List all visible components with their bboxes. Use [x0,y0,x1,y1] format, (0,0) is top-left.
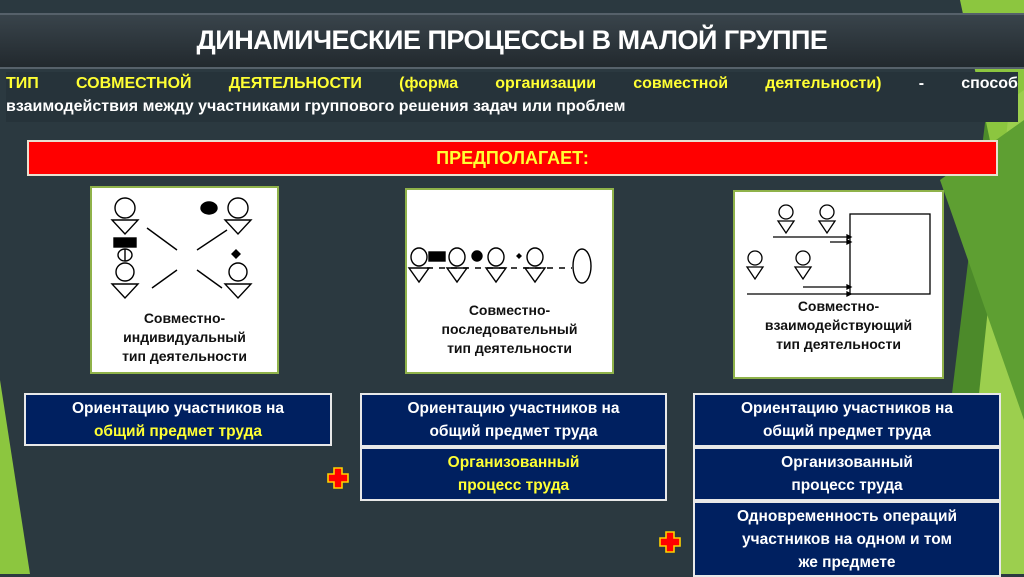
card-caption-line: Совместно- [797,298,880,314]
card-individual-type: Совместно- индивидуальный тип деятельнос… [90,186,279,374]
implies-banner-text: ПРЕДПОЛАГАЕТ: [436,148,589,168]
card-caption-line: тип деятельности [122,348,247,364]
simultaneity-line: Одновременность операций [737,507,957,525]
process-line2: процесс труда [457,477,570,494]
definition-term-word: совместной [633,75,729,92]
card-caption-line: индивидуальный [123,329,246,345]
simultaneity-line: участников на одном и том [742,530,952,548]
plus-icon [659,531,681,553]
individual-diagram [110,197,253,300]
definition-term-word: ТИП [6,75,39,92]
orientation-line2: общий предмет труда [93,422,263,440]
plus-icon [327,467,349,489]
process-line2: процесс труда [791,477,903,494]
definition-dash: - [918,75,925,92]
process-line1: Организованный [447,454,580,471]
orientation-box-col3: Ориентацию участников на общий предмет т… [693,393,1001,447]
implies-banner: ПРЕДПОЛАГАЕТ: [27,140,998,176]
definition-term-word: организации [495,75,597,92]
orientation-line1: Ориентацию участников на [71,399,285,417]
simultaneity-line: же предмете [798,553,896,571]
card-interactive-type: Совместно- взаимодействующий тип деятель… [733,190,944,379]
sequential-diagram [407,247,592,284]
definition-line2: взаимодействия между участниками группов… [6,98,626,115]
process-line1: Организованный [781,454,913,471]
card-caption-line: тип деятельности [447,340,572,356]
orientation-line1: Ориентацию участников на [740,400,954,417]
card-caption-line: взаимодействующий [764,317,913,333]
orientation-line2: общий предмет труда [762,423,932,440]
card-caption-line: тип деятельности [776,336,901,352]
definition-text: ТИП СОВМЕСТНОЙ ДЕЯТЕЛЬНОСТИ (форма орган… [6,72,1018,122]
definition-term-word: СОВМЕСТНОЙ [75,75,192,92]
card-caption-line: Совместно- [468,302,551,318]
title-bar: ДИНАМИЧЕСКИЕ ПРОЦЕССЫ В МАЛОЙ ГРУППЕ [0,13,1024,69]
orientation-line2: общий предмет труда [429,423,598,440]
definition-tail-word: способ [961,75,1018,92]
interactive-diagram [745,204,931,298]
definition-term-word: ДЕЯТЕЛЬНОСТИ [228,75,362,92]
slide-title: ДИНАМИЧЕСКИЕ ПРОЦЕССЫ В МАЛОЙ ГРУППЕ [196,25,828,55]
definition-term-word: деятельности) [765,75,882,92]
orientation-line1: Ориентацию участников на [407,400,620,417]
card-caption-line: последовательный [441,321,578,337]
process-box-col3: Организованный процесс труда [693,447,1001,501]
orientation-box-col2: Ориентацию участников на общий предмет т… [360,393,667,447]
process-box-col2: Организованный процесс труда [360,447,667,501]
orientation-box-col1: Ориентацию участников на общий предмет т… [24,393,332,446]
card-caption-line: Совместно- [143,310,226,326]
simultaneity-box: Одновременность операций участников на о… [693,501,1001,577]
definition-term-word: (форма [399,75,459,92]
card-sequential-type: Совместно- последовательный тип деятельн… [405,188,614,374]
